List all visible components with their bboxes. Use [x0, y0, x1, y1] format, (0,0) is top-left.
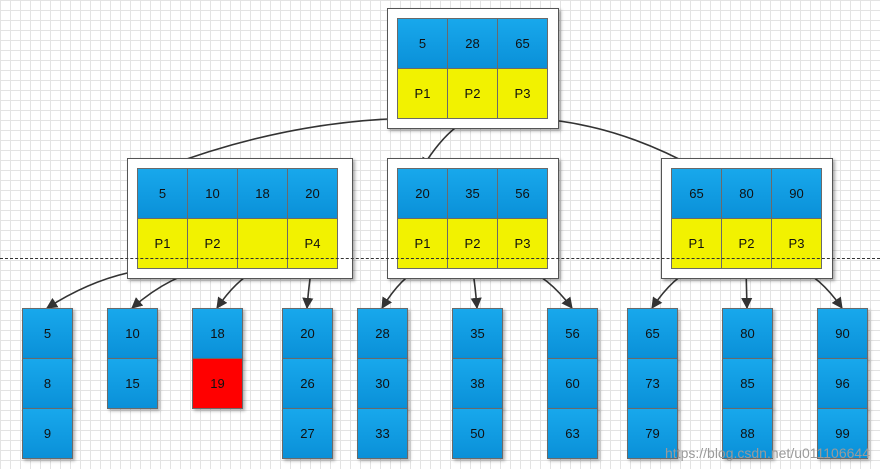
leaf-cell: 79 — [627, 408, 678, 459]
pointer-cell: P4 — [287, 218, 338, 269]
leaf-cell: 20 — [282, 308, 333, 359]
pointer-cell: P1 — [671, 218, 722, 269]
pointer-cell: P1 — [397, 68, 448, 119]
leaf-cell: 65 — [627, 308, 678, 359]
leaf-cell: 50 — [452, 408, 503, 459]
pointer-cell: P1 — [397, 218, 448, 269]
key-cell: 5 — [137, 168, 188, 219]
key-cell: 65 — [671, 168, 722, 219]
pointer-cell: P2 — [447, 68, 498, 119]
pointer-cell: P3 — [497, 218, 548, 269]
leaf-cell: 9 — [22, 408, 73, 459]
leaf-cell: 85 — [722, 358, 773, 409]
key-cell: 35 — [447, 168, 498, 219]
leaf-cell: 99 — [817, 408, 868, 459]
leaf-cell: 63 — [547, 408, 598, 459]
leaf-cell: 73 — [627, 358, 678, 409]
watermark: https://blog.csdn.net/u011106644 — [665, 445, 870, 461]
pointer-cell: P2 — [447, 218, 498, 269]
leaf-cell: 27 — [282, 408, 333, 459]
leaf-cell: 28 — [357, 308, 408, 359]
pointer-cell: P2 — [721, 218, 772, 269]
leaf-cell: 90 — [817, 308, 868, 359]
divider-line — [0, 258, 880, 259]
leaf-cell: 5 — [22, 308, 73, 359]
leaf-cell: 60 — [547, 358, 598, 409]
pointer-cell — [237, 218, 288, 269]
key-cell: 56 — [497, 168, 548, 219]
key-cell: 90 — [771, 168, 822, 219]
pointer-cell: P1 — [137, 218, 188, 269]
leaf-cell: 33 — [357, 408, 408, 459]
leaf-cell: 8 — [22, 358, 73, 409]
key-cell: 65 — [497, 18, 548, 69]
leaf-cell: 56 — [547, 308, 598, 359]
leaf-cell: 26 — [282, 358, 333, 409]
leaf-cell: 18 — [192, 308, 243, 359]
pointer-cell: P2 — [187, 218, 238, 269]
key-cell: 20 — [397, 168, 448, 219]
leaf-cell: 96 — [817, 358, 868, 409]
key-cell: 10 — [187, 168, 238, 219]
leaf-cell: 15 — [107, 358, 158, 409]
leaf-cell: 30 — [357, 358, 408, 409]
key-cell: 5 — [397, 18, 448, 69]
key-cell: 80 — [721, 168, 772, 219]
key-cell: 18 — [237, 168, 288, 219]
leaf-cell: 10 — [107, 308, 158, 359]
leaf-cell: 35 — [452, 308, 503, 359]
leaf-cell: 88 — [722, 408, 773, 459]
pointer-cell: P3 — [497, 68, 548, 119]
leaf-cell: 80 — [722, 308, 773, 359]
pointer-cell: P3 — [771, 218, 822, 269]
key-cell: 20 — [287, 168, 338, 219]
leaf-cell: 38 — [452, 358, 503, 409]
leaf-cell-highlighted: 19 — [192, 358, 243, 409]
key-cell: 28 — [447, 18, 498, 69]
